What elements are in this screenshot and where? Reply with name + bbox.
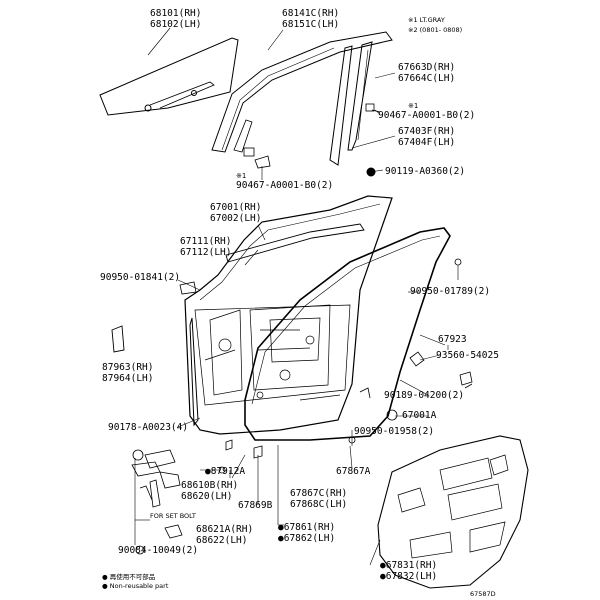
label-67663D: 67663D(RH)67664C(LH) <box>398 62 456 84</box>
label-67861: ●67861(RH)●67862(LH) <box>278 522 336 544</box>
door-inner-panel <box>194 304 351 406</box>
belt-moulding <box>225 223 365 263</box>
label-90119: 90119-A0360(2) <box>385 166 466 177</box>
front-edge-trim <box>189 317 199 427</box>
hinge-parts <box>131 439 263 555</box>
label-68141C: 68141C(RH)68151C(LH) <box>282 8 340 30</box>
label-90189: 90189-04200(2) <box>384 390 465 401</box>
label-68621A: 68621A(RH)68622(LH) <box>196 524 254 546</box>
label-67403F: 67403F(RH)67404F(LH) <box>398 126 456 148</box>
door-panel <box>184 195 393 435</box>
label-68610B: 68610B(RH)68620(LH) <box>181 480 239 502</box>
label-90950-01841: 90950-01841(2) <box>100 272 181 283</box>
for-set-bolt-note: FOR SET BOLT <box>150 512 196 520</box>
door-weatherstrip <box>244 227 451 441</box>
label-93560: 93560-54025 <box>436 350 499 361</box>
label-90084: 90084-10049(2) <box>118 545 199 556</box>
label-68101: 68101(RH)68102(LH) <box>150 8 202 30</box>
leader-lines <box>134 27 449 566</box>
trim-board-details <box>397 454 509 559</box>
label-67867C: 67867C(RH)67868C(LH) <box>290 488 348 510</box>
label-67001A: 67001A <box>402 410 437 421</box>
label-67001: 67001(RH)67002(LH) <box>210 202 262 224</box>
label-67869B: 67869B <box>238 500 273 511</box>
legend-en: ● Non-reusable part <box>102 582 169 590</box>
right-fasteners <box>348 351 473 444</box>
mark-1-left: ※1 <box>236 172 247 180</box>
label-90467-left: 90467-A0001-B0(2) <box>236 180 334 191</box>
mark-1-top: ※1 <box>408 102 419 110</box>
glass-run <box>211 31 393 153</box>
label-90467-top: 90467-A0001-B0(2) <box>378 110 476 121</box>
door-frame-moulding <box>347 41 373 151</box>
label-67831: ●67831(RH)●67832(LH) <box>380 560 438 582</box>
pillar-garnish <box>233 119 253 153</box>
label-90950-01789: 90950-01789(2) <box>410 286 491 297</box>
label-87963: 87963(RH)87964(LH) <box>102 362 154 384</box>
label-67111: 67111(RH)67112(LH) <box>180 236 232 258</box>
date-note: ※2 (0801- 0808) <box>408 26 463 34</box>
label-90178: 90178-A0023(4) <box>108 422 189 433</box>
door-trim-board <box>377 435 529 589</box>
color-note: ※1 LT.GRAY <box>408 16 445 24</box>
label-87912A: ●87912A <box>205 466 246 477</box>
label-67867A: 67867A <box>336 466 371 477</box>
legend-jp: ● 再使用不可部品 <box>102 573 156 581</box>
door-glass <box>99 37 239 116</box>
figure-code: 67587D <box>470 590 496 598</box>
label-67923: 67923 <box>438 334 467 345</box>
label-90950-01958: 90950-01958(2) <box>354 426 435 437</box>
